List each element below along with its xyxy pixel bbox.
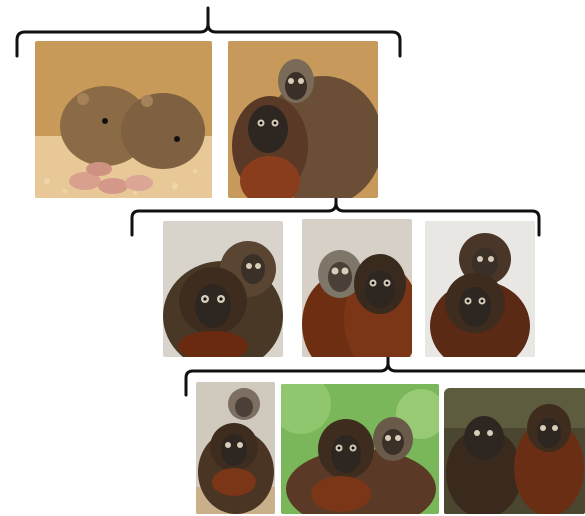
voles-with-pups-photo [35,41,212,198]
titi-monkey-photo [425,221,535,357]
titi-monkey-photo [228,41,378,198]
titi-monkey-photo [281,384,439,514]
titi-monkey-photo [196,382,275,514]
titi-monkey-photo [163,221,283,357]
titi-monkey-photo [302,219,412,357]
titi-monkey-photo [444,388,585,514]
